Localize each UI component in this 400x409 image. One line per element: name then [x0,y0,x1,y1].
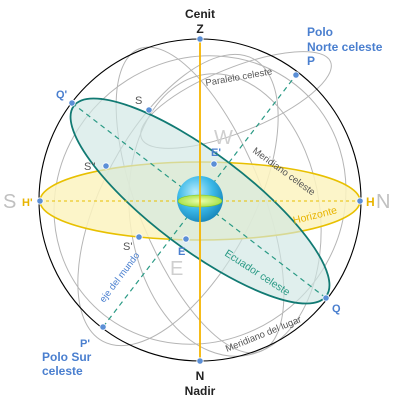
label-q-prime: Q' [56,89,68,101]
point-s-prime [135,233,143,241]
point-south-pole [99,323,107,331]
label-s-big: S [3,191,16,213]
point-north-pole [292,71,300,79]
label-polo-sur-2: celeste [42,364,83,378]
label-s-point: S [135,95,142,107]
label-s-prime: S' [123,241,132,253]
point-q-prime [68,99,76,107]
label-polo-norte-1: Polo [307,25,333,39]
label-h-prime: H' [22,197,33,209]
label-polo-norte-2: Norte celeste [307,40,383,54]
point-s-double [102,162,110,170]
label-meridiano-lugar: Meridiano del lugar [224,314,303,354]
label-polo-sur-1: Polo Sur [42,350,92,364]
label-paralelo: Paralelo celeste [205,66,273,89]
label-eje-mundo: eje del mundo [98,251,143,305]
label-e-point: E [178,246,185,258]
label-z: Z [196,22,203,36]
label-cenit: Cenit [185,7,215,21]
point-q [322,294,330,302]
label-n-big: N [376,191,390,213]
point-e [182,235,190,243]
point-e-prime [210,160,218,168]
label-q: Q [332,303,341,315]
label-n: N [196,369,205,383]
marked-points [36,35,364,365]
point-h-prime [36,197,44,205]
point-nadir [196,357,204,365]
label-p-prime: P' [80,338,90,350]
label-s-double: S'' [84,161,96,173]
label-w-big: W [214,127,233,149]
label-nadir: Nadir [185,384,216,398]
point-s [145,106,153,114]
earth-globe [177,176,223,222]
point-h [356,197,364,205]
label-e-prime: E' [211,147,221,159]
label-p: P [307,54,315,68]
world-axis-line [102,74,297,328]
point-zenith [196,35,204,43]
label-e-big: E [170,258,183,280]
label-h: H [366,195,375,209]
